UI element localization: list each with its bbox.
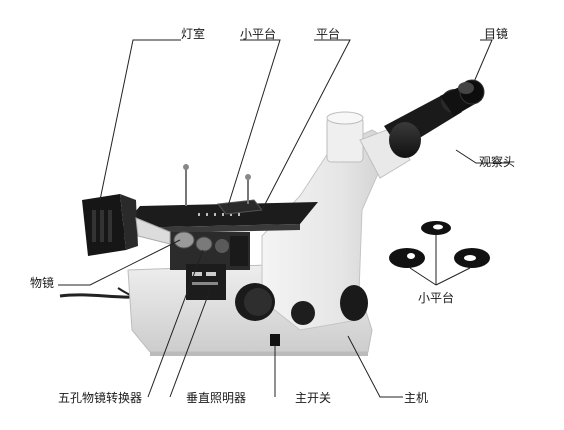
label-small-stages: 小平台 — [418, 290, 454, 305]
label-small-stage: 小平台 — [240, 26, 276, 41]
label-eyepiece: 目镜 — [484, 26, 508, 41]
microscope-illustration — [59, 79, 485, 356]
label-viewing-head: 观察头 — [479, 155, 515, 169]
label-vertical-illuminator: 垂直照明器 — [186, 391, 246, 405]
small-stage-plates — [389, 221, 490, 268]
leader-lines — [58, 39, 510, 398]
label-main-body: 主机 — [404, 391, 428, 405]
label-lamp-house: 灯室 — [181, 26, 205, 41]
label-main-switch: 主开关 — [295, 391, 331, 405]
label-nosepiece: 五孔物镜转换器 — [58, 390, 142, 405]
label-objective: 物镜 — [30, 275, 54, 290]
label-stage: 平台 — [316, 26, 340, 41]
